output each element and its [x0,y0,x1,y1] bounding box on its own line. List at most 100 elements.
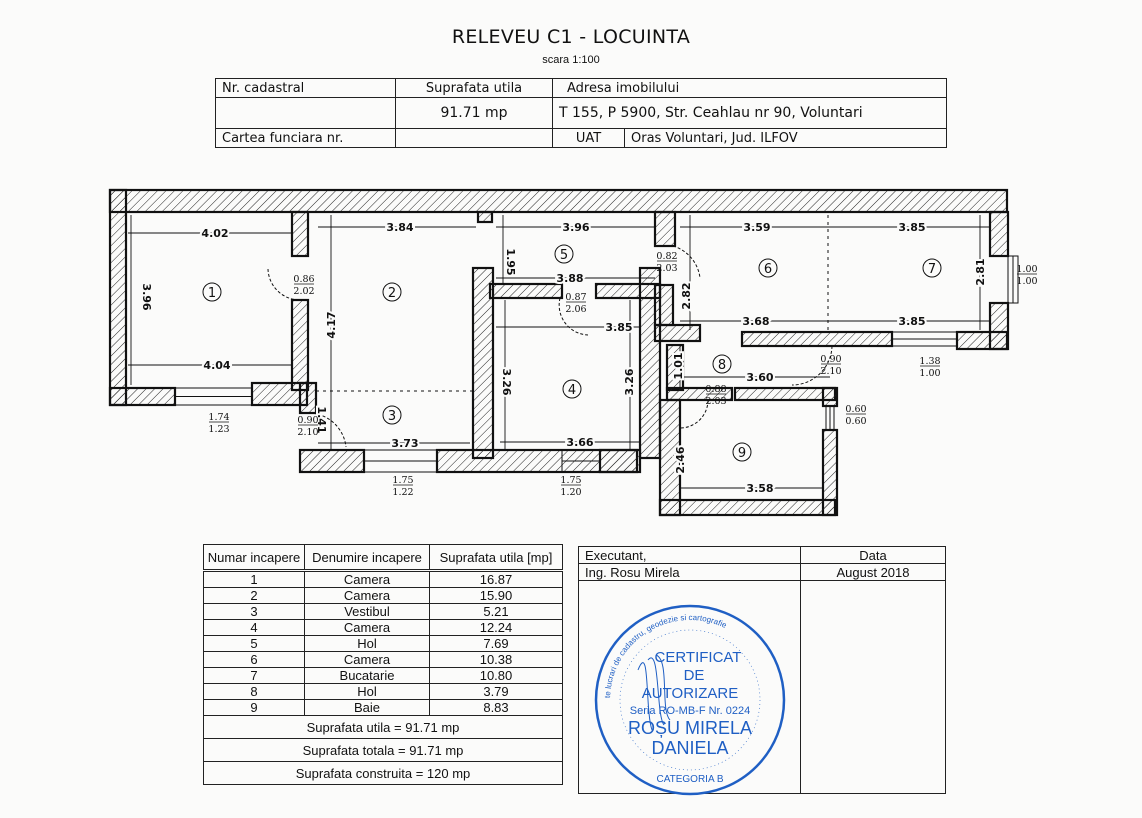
opening-width: 0.82 [656,251,677,262]
door-swing [672,245,701,279]
room-number: 6 [764,262,772,277]
room-number-cell: 6 [203,651,305,668]
scale-label: scara 1:100 [542,54,600,66]
dimension-lines [128,215,990,500]
room-area-cell: 15.90 [429,587,563,604]
date-label: Data [800,546,946,564]
executant-label: Executant, [578,546,801,564]
uat-label: UAT [552,128,625,148]
room-number-cell: 7 [203,667,305,684]
rooms-table: Numar incapere Denumire incapere Suprafa… [203,544,563,785]
header-room-name: Denumire incapere [304,544,430,572]
useful-area-label: Suprafata utila [395,78,553,98]
room-marker-circle [562,379,582,399]
stamp-line-6: DANIELA [651,738,728,758]
stamp-line-1: CERTIFICAT [655,649,742,666]
windows [174,255,1019,473]
opening-width: 1.74 [208,412,229,423]
opening-height: 1.00 [1016,276,1037,287]
room-area-cell: 10.38 [429,651,563,668]
document-title: RELEVEU C1 - LOCUINTA [451,26,691,48]
door-swings [267,245,833,448]
dimension-label: 1.95 [504,248,517,275]
dimension-label: 3.85 [898,315,925,328]
opening-height: 2.03 [705,396,726,407]
useful-area-total: Suprafata utila = 91.71 mp [203,715,563,739]
opening-width: 1.75 [392,475,413,486]
dimension-label: 3.58 [746,482,773,495]
room-number: 3 [388,409,396,424]
wall-segment [598,448,642,474]
info-table: Nr. cadastral Suprafata utila Adresa imo… [215,78,947,148]
stamp-line-5: ROȘU MIRELA [628,718,752,738]
room-number-cell: 9 [203,699,305,716]
room-marker-circle [382,282,402,302]
wall-segment [290,298,310,392]
header-room-number: Numar incapere [203,544,305,572]
dimension-label: 4.17 [325,311,338,338]
room-number: 8 [718,358,726,373]
wall-segment [988,210,1010,258]
room-number: 5 [560,248,568,263]
authorization-stamp: Persoana fizica autorizata de ANCPI sa e… [590,600,786,796]
dimension-label: 3.59 [743,221,770,234]
room-name-cell: Hol [304,683,430,700]
dimension-label: 2.81 [974,258,987,285]
wall-segment [955,330,1009,351]
room-area-cell: 3.79 [429,683,563,700]
room-marker-circle [732,442,752,462]
opening-height: 1.22 [392,487,413,498]
dimension-label: 3.60 [746,371,773,384]
dimension-label: 1.01 [672,352,685,379]
total-area: Suprafata totala = 91.71 mp [203,738,563,762]
room-marker-circle [922,258,942,278]
room-area-cell: 12.24 [429,619,563,636]
room-name-cell: Baie [304,699,430,716]
opening-labels: 0.862.020.822.030.872.061.001.000.902.10… [208,251,1037,498]
room-number-cell: 3 [203,603,305,620]
dimension-label: 2.46 [674,446,687,473]
opening-width: 0.90 [820,354,841,365]
room-number-cell: 5 [203,635,305,652]
room-name-cell: Hol [304,635,430,652]
door-swing [307,412,347,448]
room-marker-circle [202,282,222,302]
uat-value: Oras Voluntari, Jud. ILFOV [624,128,947,148]
opening-height: 1.00 [919,368,940,379]
opening-width: 1.75 [560,475,581,486]
dimension-labels: 4.023.964.043.844.171.413.733.961.953.88… [138,219,989,497]
wall-segment [298,381,318,415]
room-number: 2 [388,286,396,301]
wall-segment [665,386,734,402]
date-value: August 2018 [800,563,946,581]
stamp-line-3: AUTORIZARE [642,685,738,702]
opening-width: 1.38 [919,356,940,367]
wall-segment [653,323,702,343]
dimension-label: 3.96 [140,283,153,310]
dimension-label: 3.26 [623,368,636,395]
useful-area-value: 91.71 mp [395,97,553,129]
header-room-area: Suprafata utila [mp] [429,544,563,572]
wall-segment [653,283,675,327]
opening-height: 2.10 [820,366,841,377]
wall-segment [290,210,310,258]
opening-height: 2.02 [293,286,314,297]
dimension-label: 3.88 [556,272,583,285]
room-dividers [316,215,829,392]
opening-width: 0.86 [293,274,314,285]
room-name-cell: Camera [304,651,430,668]
dimension-label: 3.26 [500,368,513,395]
date-blank-cell [800,580,946,794]
address-value: T 155, P 5900, Str. Ceahlau nr 90, Volun… [552,97,947,129]
land-book-label: Cartea funciara nr. [215,128,396,148]
opening-width: 0.87 [565,292,586,303]
wall-segment [108,386,177,407]
wall-segment [476,210,494,224]
opening-height: 1.23 [208,424,229,435]
room-number: 7 [928,262,936,277]
